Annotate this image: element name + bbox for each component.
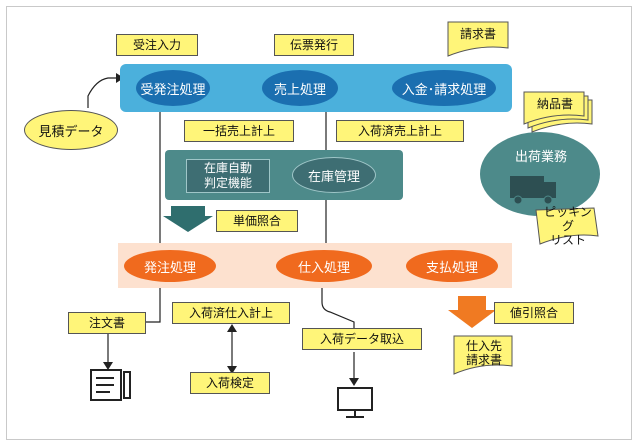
picking-doc-shape bbox=[535, 207, 599, 245]
order-processing-oval: 受発注処理 bbox=[136, 70, 210, 106]
purchase-order-note: 注文書 bbox=[68, 312, 146, 334]
payment-billing-oval: 入金･請求処理 bbox=[392, 70, 496, 106]
truck-icon bbox=[510, 176, 544, 198]
received-purchase-note: 入荷済仕入計上 bbox=[172, 302, 290, 324]
receipt-data-import-note: 入荷データ取込 bbox=[302, 328, 422, 350]
estimate-arrow-line bbox=[87, 77, 122, 108]
ordering-oval: 発注処理 bbox=[124, 250, 216, 282]
picking-line1: ピッキング bbox=[544, 205, 592, 233]
inspection-arrow-down bbox=[227, 366, 237, 374]
auto-judge-line2: 判定機能 bbox=[203, 176, 252, 190]
truck-wheel bbox=[513, 195, 523, 205]
invoice-label: 請求書 bbox=[459, 27, 496, 41]
inspection-arrow-up bbox=[227, 324, 237, 332]
purchasing-oval: 仕入処理 bbox=[276, 250, 372, 282]
receipt-inspection-note: 入荷検定 bbox=[190, 372, 270, 394]
payment-oval: 支払処理 bbox=[406, 250, 498, 282]
auto-judge-line1: 在庫自動 bbox=[203, 161, 252, 175]
supplier-invoice-label: 仕入先 請求書 bbox=[460, 338, 508, 368]
inventory-management-oval: 在庫管理 bbox=[292, 157, 376, 193]
supplier-invoice-line1: 仕入先 bbox=[465, 339, 502, 353]
auto-judge-box: 在庫自動 判定機能 bbox=[186, 159, 270, 193]
discount-check-note: 値引照合 bbox=[494, 302, 574, 324]
pen-icon bbox=[123, 371, 131, 399]
delivery-note-label: 納品書 bbox=[536, 97, 573, 111]
estimate-data-oval: 見積データ bbox=[24, 110, 118, 150]
unit-price-arrow bbox=[163, 206, 213, 232]
discount-arrow bbox=[448, 296, 496, 328]
supplier-invoice-shape bbox=[453, 335, 513, 375]
delivery-doc-front bbox=[523, 91, 585, 125]
bulk-sales-note: 一括売上計上 bbox=[184, 120, 294, 142]
purchase-to-receipt-line bbox=[321, 288, 355, 330]
shipping-oval bbox=[480, 132, 600, 216]
picking-list-label: ピッキング リスト bbox=[540, 205, 596, 247]
invoice-doc-shape bbox=[447, 21, 509, 57]
received-sales-note: 入荷済売上計上 bbox=[336, 120, 464, 142]
monitor-icon bbox=[337, 387, 373, 411]
unit-price-check-note: 単価照合 bbox=[216, 210, 298, 232]
supplier-invoice-line2: 請求書 bbox=[465, 353, 502, 367]
picking-line2: リスト bbox=[549, 233, 586, 247]
order-to-po-line bbox=[145, 288, 161, 323]
truck-cab bbox=[544, 182, 556, 198]
voucher-issue-note: 伝票発行 bbox=[274, 34, 354, 56]
diagram-frame bbox=[6, 6, 632, 440]
order-entry-note: 受注入力 bbox=[116, 34, 198, 56]
truck-wheel bbox=[543, 195, 553, 205]
shipping-label: 出荷業務 bbox=[514, 150, 567, 165]
sales-processing-oval: 売上処理 bbox=[262, 70, 338, 106]
po-arrow-head bbox=[103, 362, 113, 370]
receipt-arrow-head bbox=[349, 378, 359, 386]
